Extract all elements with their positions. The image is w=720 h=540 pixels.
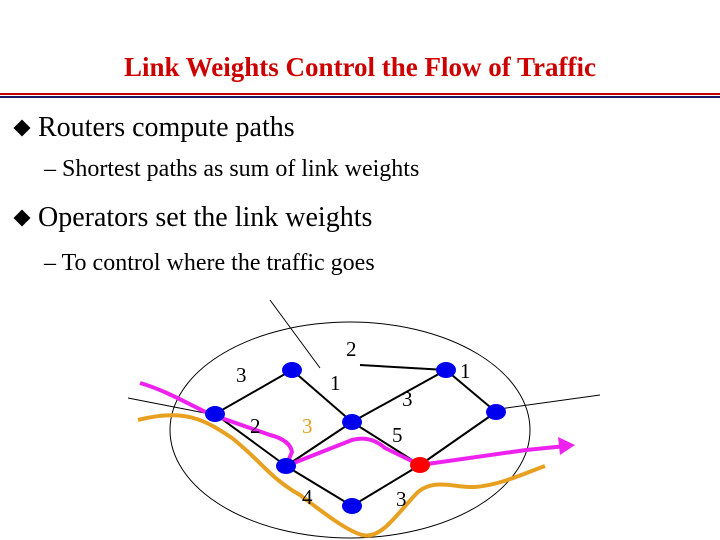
router-node: [342, 414, 362, 430]
bullet-routers: Routers compute paths: [12, 112, 295, 144]
weight-label: 3: [402, 387, 413, 411]
router-node: [436, 362, 456, 378]
link-right-far: [445, 369, 497, 413]
weight-label: 2: [346, 337, 357, 361]
weight-label: 5: [392, 423, 403, 447]
external-link: [491, 394, 601, 411]
bullet-text: Operators set the link weights: [38, 202, 373, 233]
router-node: [486, 404, 506, 420]
link-left-mid: [214, 413, 287, 467]
router-node: [276, 458, 296, 474]
slide-title: Link Weights Control the Flow of Traffic: [123, 52, 596, 82]
link-upper-left: [214, 369, 293, 415]
weight-label: 1: [460, 359, 471, 383]
magenta-arrowhead-icon: [558, 437, 575, 455]
external-link: [127, 397, 211, 415]
bullet-text: Routers compute paths: [38, 112, 295, 143]
router-node: [342, 498, 362, 514]
link-center-highlight: [285, 421, 353, 467]
orange-traffic-path: [137, 413, 546, 538]
magenta-traffic-path: [139, 381, 567, 468]
router-node: [282, 362, 302, 378]
link-top: [359, 364, 447, 371]
weight-label: 3: [236, 363, 247, 387]
weight-label: 3: [396, 487, 407, 511]
link-center-upper: [291, 369, 353, 423]
link-right-inner: [351, 369, 447, 423]
sub-bullet-control-traffic: – To control where the traffic goes: [44, 250, 375, 276]
bullet-operators: Operators set the link weights: [12, 202, 372, 234]
sub-bullet-shortest-paths: – Shortest paths as sum of link weights: [44, 156, 420, 182]
router-node: [205, 406, 225, 422]
weight-label: 2: [250, 414, 261, 438]
weight-label: 4: [302, 485, 313, 509]
weight-label-highlighted: 3: [302, 414, 313, 438]
link-bottom-left: [285, 465, 353, 507]
network-boundary: [169, 321, 531, 539]
title-underline: [0, 93, 720, 98]
link-lower-right: [419, 411, 497, 466]
link-bottom-right: [351, 464, 421, 507]
router-node-highlighted: [410, 457, 430, 473]
external-link: [269, 299, 321, 369]
weight-label: 1: [330, 371, 341, 395]
